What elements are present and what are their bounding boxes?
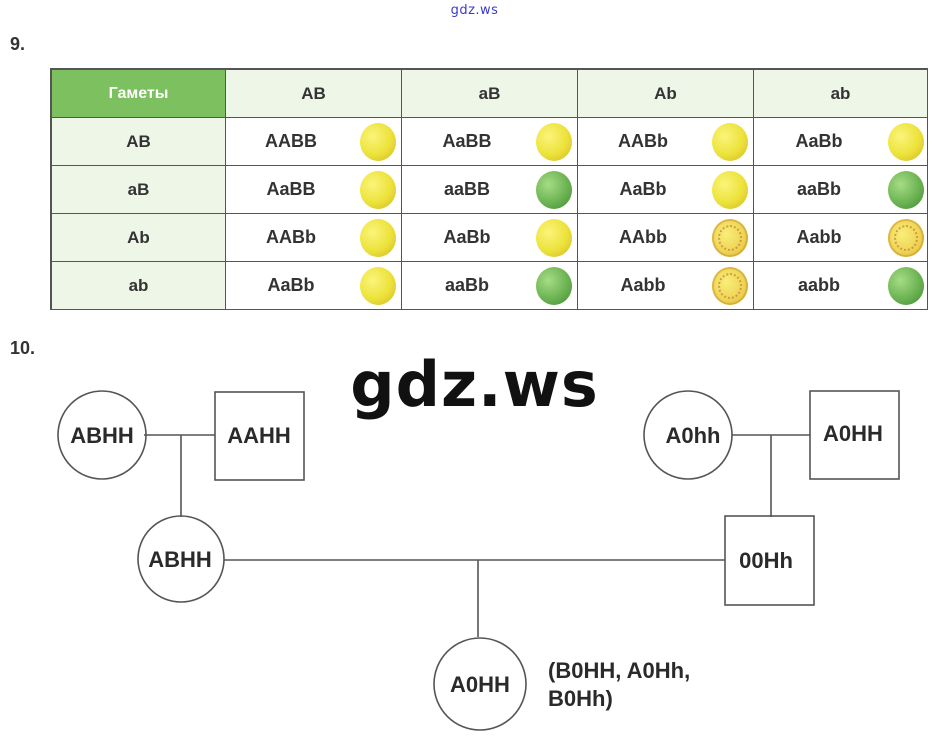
punnett-cell: AABb [226,214,402,262]
pea-yellow-smooth-icon [536,219,572,257]
child-alternative-genotypes: (B0HH, A0Hh, B0Hh) [548,657,690,713]
watermark-small: gdz.ws [450,3,499,18]
genotype-label: AaBb [443,227,491,247]
pea-yellow-smooth-icon [360,267,396,305]
genotype-label: AABB [265,131,317,151]
genotype-label: Aabb [796,227,842,247]
punnett-cell: aabb [754,262,928,310]
father-square [724,515,815,606]
punnett-cell: AAbb [578,214,754,262]
pea-yellow-smooth-icon [888,123,924,161]
row-header-AB: AB [52,118,226,166]
pea-yellow-wrinkled-icon [712,219,748,257]
column-header-aB: aB [402,70,578,118]
column-header-ab: ab [754,70,928,118]
punnett-cell: AaBb [402,214,578,262]
genotype-label: AAbb [619,227,667,247]
genotype-label: aaBb [796,179,841,199]
genotype-label: aaBB [443,179,491,199]
watermark-large: gdz.ws [350,348,599,421]
pea-green-smooth-icon [536,171,572,209]
punnett-cell: Aabb [578,262,754,310]
genotype-child: A0HH [450,672,510,697]
punnett-cell: aaBB [402,166,578,214]
pea-yellow-smooth-icon [360,219,396,257]
grandfather-right-square [809,390,900,480]
genotype-label: aabb [797,275,840,295]
punnett-cell: AABb [578,118,754,166]
pea-yellow-wrinkled-icon [888,219,924,257]
punnett-cell: Aabb [754,214,928,262]
pea-yellow-smooth-icon [712,171,748,209]
pea-yellow-smooth-icon [360,123,396,161]
genotype-father: 00Hh [739,548,793,573]
punnett-cell: AaBB [226,166,402,214]
genotype-label: AaBB [442,131,492,151]
punnett-cell: AaBB [402,118,578,166]
genotype-grandfather-right: A0HH [823,421,883,446]
child-circle [433,637,527,731]
column-header-AB: AB [226,70,402,118]
genotype-grandmother-right: A0hh [666,423,721,448]
genotype-label: aaBb [444,275,489,295]
column-header-Ab: Ab [578,70,754,118]
genotype-label: AaBb [795,131,843,151]
grandmother-left-circle [57,390,147,480]
pea-yellow-smooth-icon [712,123,748,161]
genotype-label: AaBb [267,275,315,295]
genotype-grandfather-left: AAHH [227,423,291,448]
row-header-Ab: Ab [52,214,226,262]
genotype-label: AaBB [266,179,316,199]
row-header-aB: aB [52,166,226,214]
header-gametes: Гаметы [52,70,226,118]
pea-yellow-wrinkled-icon [712,267,748,305]
pea-green-wrinkled-icon [888,267,924,305]
pea-green-smooth-icon [888,171,924,209]
genotype-label: Aabb [620,275,666,295]
punnett-cell: aaBb [402,262,578,310]
pea-green-smooth-icon [536,267,572,305]
grandmother-right-circle [643,390,733,480]
pea-yellow-smooth-icon [360,171,396,209]
genotype-label: AaBb [619,179,667,199]
punnett-cell: AaBb [226,262,402,310]
genotype-label: AABb [266,227,316,247]
alternatives-line-2: B0Hh) [548,686,613,711]
genotype-mother: ABHH [148,547,212,572]
genotype-grandmother-left: ABHH [70,423,134,448]
punnett-cell: AaBb [754,118,928,166]
task-9-number: 9. [10,34,26,54]
punnett-cell: AABB [226,118,402,166]
mother-circle [137,515,225,603]
pea-yellow-smooth-icon [536,123,572,161]
alternatives-line-1: (B0HH, A0Hh, [548,658,691,683]
genotype-label: AABb [618,131,668,151]
grandfather-left-square [214,391,305,481]
punnett-cell: AaBb [578,166,754,214]
task-10-number: 10. [10,338,36,358]
punnett-cell: aaBb [754,166,928,214]
row-header-ab: ab [52,262,226,310]
